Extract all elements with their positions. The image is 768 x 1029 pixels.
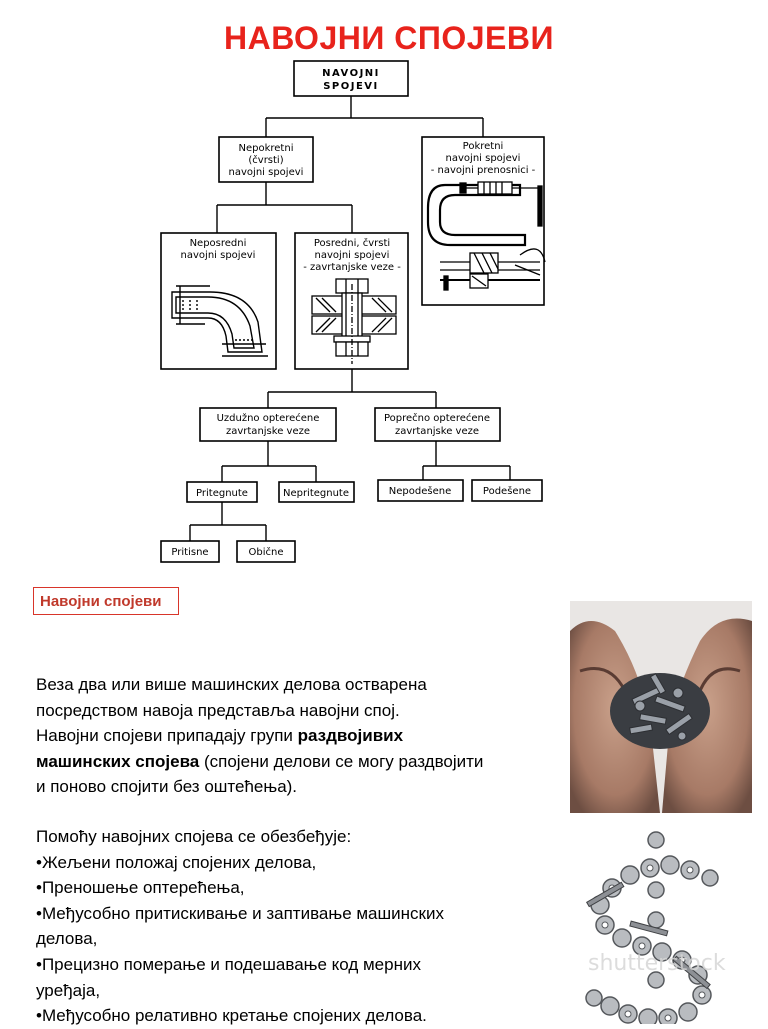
pipe-elbow-drawing bbox=[171, 285, 268, 357]
intro-line-4-text: (спојени делови се могу раздвојити bbox=[199, 751, 484, 771]
node-root-line1: NAVOJNI bbox=[322, 68, 380, 79]
node-axial-line1: Uzdužno opterećene bbox=[217, 412, 320, 424]
bolt-joint-drawing bbox=[311, 278, 397, 364]
node-movable-line3: - navojni prenosnici - bbox=[431, 165, 536, 176]
node-indirect: Posredni, čvrsti navojni spojevi - zavrt… bbox=[294, 232, 409, 370]
node-tightened: Pritegnute bbox=[186, 481, 258, 503]
node-root: NAVOJNI SPOJEVI bbox=[293, 60, 409, 97]
node-indirect-line2: navojni spojevi bbox=[315, 250, 390, 261]
intro-line-5: и поново спојити без оштећења). bbox=[36, 777, 298, 797]
node-axial: Uzdužno opterećene zavrtanjske veze bbox=[199, 407, 337, 442]
uses-item: •Међусобно притискивање и заптивање маши… bbox=[36, 903, 444, 923]
uses-paragraph: Помоћу навојних спојева се обезбеђује: •… bbox=[36, 824, 566, 1029]
node-fixed: Nepokretni (čvrsti) navojni spojevi bbox=[218, 136, 314, 183]
intro-line-4: машинских спојева (спојени делови се мог… bbox=[36, 749, 566, 775]
uses-item: •Жељени положај спојених делова, bbox=[36, 852, 317, 872]
node-ordinary: Obične bbox=[236, 540, 296, 563]
uses-heading: Помоћу навојних спојева се обезбеђује: bbox=[36, 827, 352, 846]
intro-line-3-bold: раздвојивих bbox=[297, 726, 404, 746]
node-indirect-line3: - zavrtanjske veze - bbox=[303, 262, 401, 273]
node-press: Pritisne bbox=[160, 540, 220, 563]
node-fixed-line3: navojni spojevi bbox=[229, 167, 304, 178]
intro-line-3-text: Навојни спојеви припадају групи bbox=[36, 726, 298, 746]
node-transverse: Poprečno opterećene zavrtanjske veze bbox=[374, 407, 501, 442]
node-press-label: Pritisne bbox=[171, 547, 208, 558]
node-direct: Neposredni navojni spojevi bbox=[160, 232, 277, 370]
uses-item: делова, bbox=[36, 929, 98, 949]
watermark-text: shutterstock bbox=[588, 951, 726, 976]
intro-line-2: посредством навоја представља навојни сп… bbox=[36, 700, 400, 720]
node-adjusted-label: Podešene bbox=[483, 485, 531, 497]
node-transverse-line2: zavrtanjske veze bbox=[395, 426, 479, 437]
node-direct-line2: navojni spojevi bbox=[181, 250, 256, 261]
node-fixed-line2: (čvrsti) bbox=[248, 154, 283, 166]
node-untightened-label: Nepritegnute bbox=[283, 488, 349, 499]
node-tightened-label: Pritegnute bbox=[196, 488, 248, 499]
diagram-connectors bbox=[189, 96, 511, 541]
intro-line-4-bold: машинских спојева bbox=[36, 751, 200, 771]
node-fixed-line1: Nepokretni bbox=[239, 143, 294, 154]
node-unadjusted: Nepodešene bbox=[377, 479, 464, 502]
uses-item: уређаја, bbox=[36, 980, 101, 1000]
section-tag: Навојни спојеви bbox=[33, 587, 179, 615]
dollar-bolts-photo: shutterstock bbox=[570, 830, 752, 1024]
node-direct-line1: Neposredni bbox=[190, 238, 247, 249]
node-untightened: Nepritegnute bbox=[278, 481, 355, 503]
node-movable-line2: navojni spojevi bbox=[446, 153, 521, 164]
intro-paragraph: Веза два или више машинских делова оства… bbox=[36, 672, 566, 800]
node-axial-line2: zavrtanjske veze bbox=[226, 426, 310, 437]
uses-item: •Прецизно померање и подешавање код мерн… bbox=[36, 954, 421, 974]
intro-line-3: Навојни спојеви припадају групи раздвоји… bbox=[36, 723, 566, 749]
hands-with-bolts-photo bbox=[570, 601, 752, 813]
node-unadjusted-label: Nepodešene bbox=[389, 485, 451, 497]
c-clamp-drawing bbox=[426, 181, 546, 291]
classification-diagram: NAVOJNI SPOJEVI Nepokretni (čvrsti) navo… bbox=[160, 60, 546, 563]
node-root-line2: SPOJEVI bbox=[323, 81, 379, 92]
node-ordinary-label: Obične bbox=[249, 546, 284, 558]
node-movable: Pokretni navojni spojevi - navojni preno… bbox=[421, 136, 546, 306]
uses-item: •Међусобно релативно кретање спојених де… bbox=[36, 1006, 427, 1026]
node-indirect-line1: Posredni, čvrsti bbox=[314, 237, 390, 249]
node-transverse-line1: Poprečno opterećene bbox=[384, 412, 490, 424]
uses-item: •Преношење оптерећења, bbox=[36, 878, 245, 898]
node-movable-line1: Pokretni bbox=[463, 141, 504, 152]
page-title: НАВОЈНИ СПОЈЕВИ bbox=[224, 20, 554, 56]
intro-line-1: Веза два или више машинских делова оства… bbox=[36, 675, 427, 694]
node-adjusted: Podešene bbox=[471, 479, 543, 502]
